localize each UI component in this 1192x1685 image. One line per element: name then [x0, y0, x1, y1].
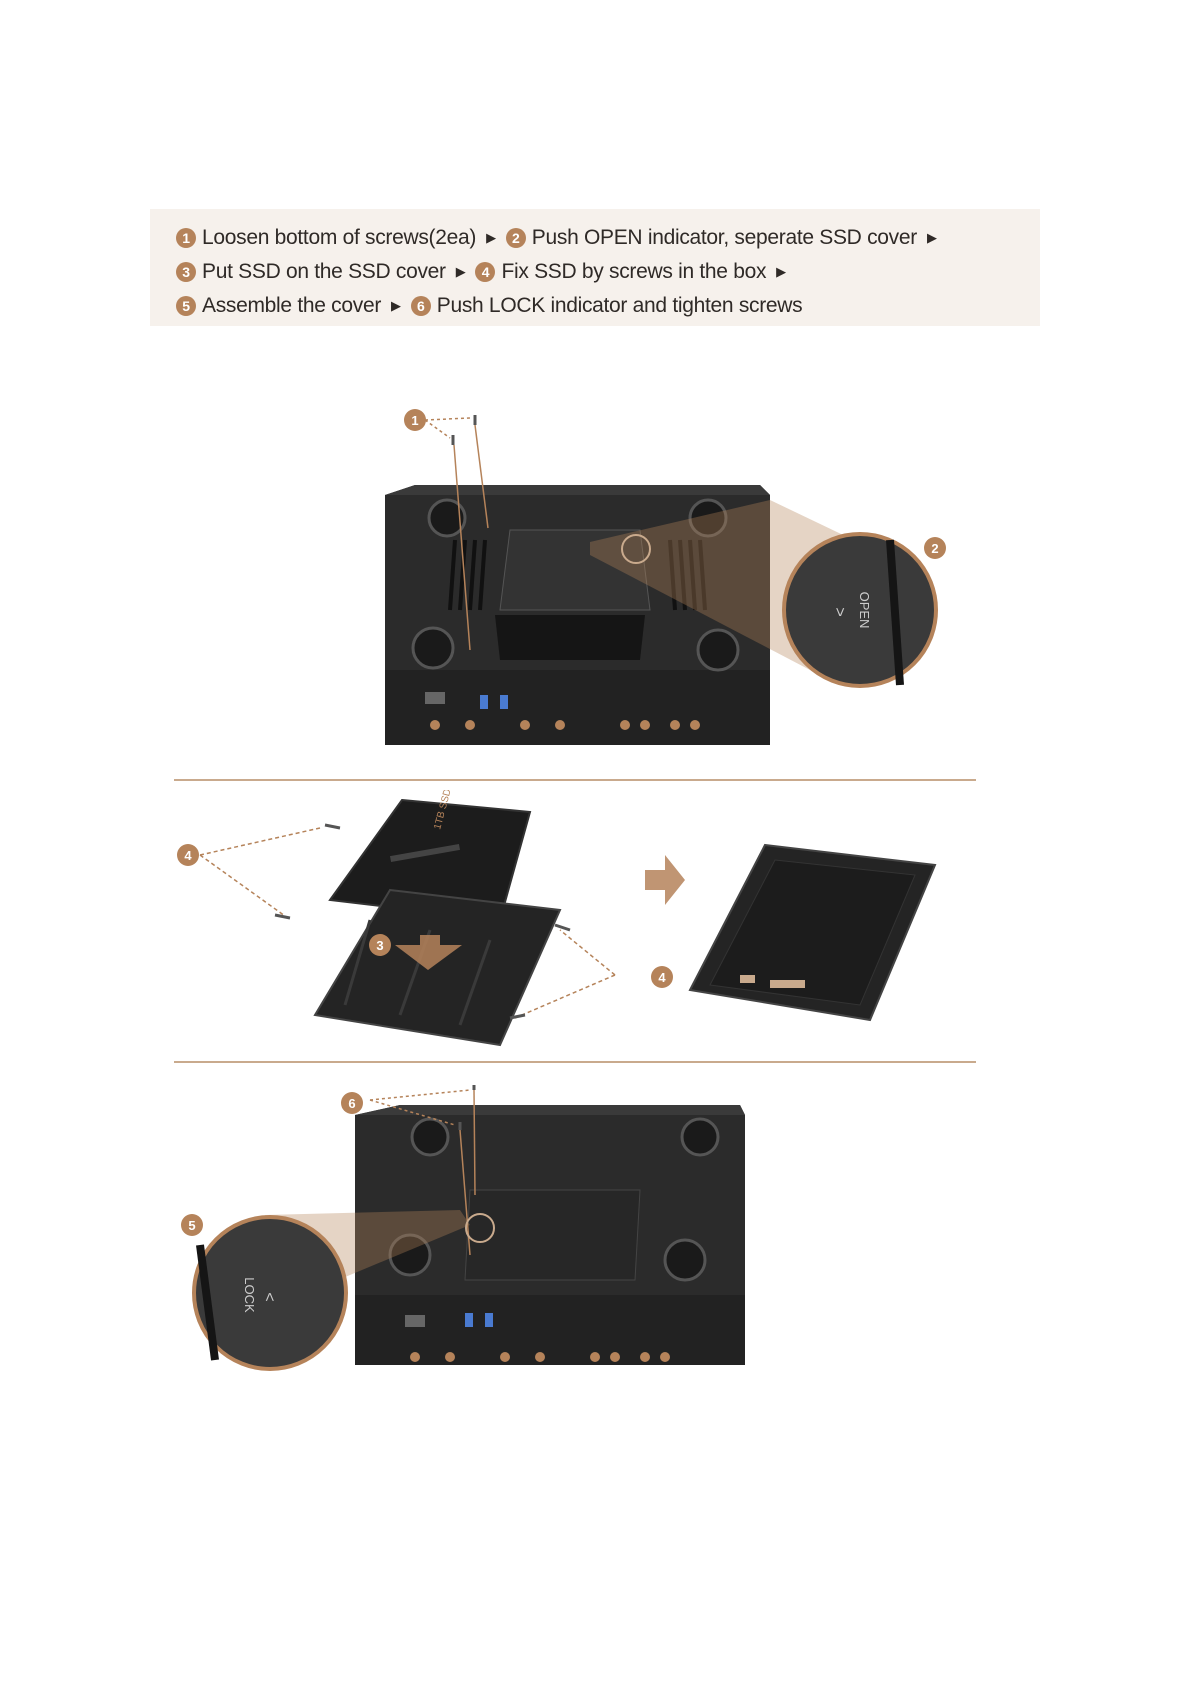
step-badge-3: 3 — [176, 262, 196, 282]
ssd-cover-tray — [315, 890, 560, 1045]
figure-badge-2: 2 — [931, 541, 938, 556]
triangle-right-icon: ▶ — [927, 230, 937, 246]
figure-badge-1: 1 — [411, 413, 418, 428]
step-text-5: Assemble the cover — [202, 294, 381, 318]
section-divider-1 — [174, 779, 976, 781]
triangle-right-icon: ▶ — [456, 264, 466, 280]
figure-badge-3: 3 — [376, 938, 383, 953]
step-text-1: Loosen bottom of screws(2ea) — [202, 226, 476, 250]
figure-badge-4a: 4 — [184, 848, 192, 863]
svg-text:>: > — [831, 607, 848, 616]
step-text-2: Push OPEN indicator, seperate SSD cover — [532, 226, 917, 250]
figure-badge-6: 6 — [348, 1096, 355, 1111]
step-badge-1: 1 — [176, 228, 196, 248]
svg-text:>: > — [262, 1292, 279, 1301]
step-badge-5: 5 — [176, 296, 196, 316]
triangle-right-icon: ▶ — [776, 264, 786, 280]
open-indicator-label: OPEN — [857, 592, 872, 629]
figure-lock-cover: 6 LOCK > 5 — [170, 1085, 970, 1375]
step-text-3: Put SSD on the SSD cover — [202, 260, 446, 284]
ssd-assembled — [690, 845, 935, 1020]
instructions-panel: 1 Loosen bottom of screws(2ea) ▶ 2 Push … — [150, 209, 1040, 326]
step-line-2: 3 Put SSD on the SSD cover ▶ 4 Fix SSD b… — [176, 255, 1040, 289]
figure-badge-4b: 4 — [658, 970, 666, 985]
step-badge-2: 2 — [506, 228, 526, 248]
triangle-right-icon: ▶ — [486, 230, 496, 246]
section-divider-2 — [174, 1061, 976, 1063]
step-text-6: Push LOCK indicator and tighten screws — [437, 294, 803, 318]
lock-indicator-label: LOCK — [242, 1277, 257, 1313]
figure-install-ssd: 1TB SSD 3 4 4 — [170, 790, 970, 1055]
figure-open-cover: 1 OPEN > 2 — [170, 400, 970, 760]
step-text-4: Fix SSD by screws in the box — [501, 260, 766, 284]
triangle-right-icon: ▶ — [391, 298, 401, 314]
step-line-3: 5 Assemble the cover ▶ 6 Push LOCK indic… — [176, 289, 1040, 323]
step-line-1: 1 Loosen bottom of screws(2ea) ▶ 2 Push … — [176, 221, 1040, 255]
figure-badge-5: 5 — [188, 1218, 195, 1233]
arrow-right-icon — [645, 855, 685, 905]
step-badge-6: 6 — [411, 296, 431, 316]
step-badge-4: 4 — [475, 262, 495, 282]
